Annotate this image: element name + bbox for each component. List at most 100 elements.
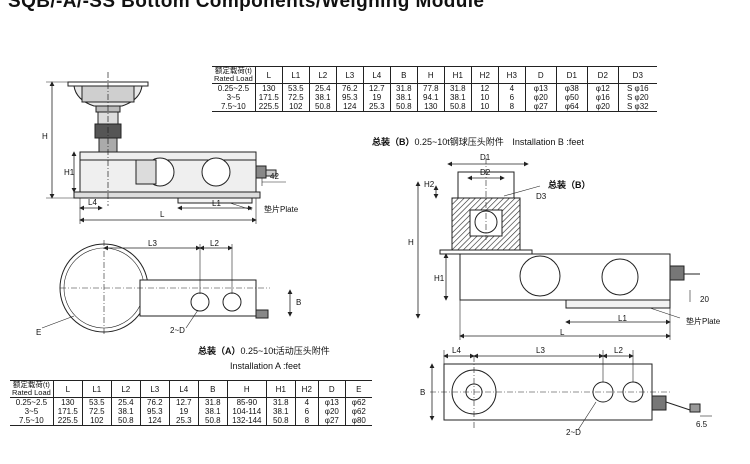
label-b-text: 总装（B） xyxy=(548,180,591,190)
table-cell: 50.8 xyxy=(110,416,141,426)
caption-b-rest: 0.25~10t钢球压头附件 xyxy=(414,137,504,147)
table-cell: 171.5 xyxy=(52,407,83,416)
table-cell: φ62 xyxy=(344,397,372,407)
dim-label-d1: D1 xyxy=(480,153,491,162)
table-header-cell: L4 xyxy=(168,380,199,398)
table-cell: 38.1 xyxy=(308,93,337,102)
dim-label-plate-b: 垫片Plate xyxy=(686,317,721,326)
table-cell: 3~5 xyxy=(24,407,39,416)
dim-label-h2: H2 xyxy=(424,180,435,189)
dim-label-d2: D2 xyxy=(480,168,491,177)
table-cell: φ80 xyxy=(344,416,372,426)
table-cell: 12 xyxy=(470,83,499,93)
caption-b: 总装（B）0.25~10t钢球压头附件 Installation B :feet xyxy=(372,135,584,148)
table-cell: 76.2 xyxy=(139,397,170,407)
table-header-cell: H xyxy=(226,380,267,398)
table-header-cell: H3 xyxy=(497,66,526,84)
table-cell: φ16 xyxy=(586,93,619,102)
table-header-cell: L2 xyxy=(110,380,141,398)
table-cell: 38.1 xyxy=(197,407,228,416)
table-header-cell: D2 xyxy=(586,66,619,84)
dim-label-l4: L4 xyxy=(88,198,97,207)
dim-label-h: H xyxy=(42,132,48,141)
table-cell: 38.1 xyxy=(265,407,296,416)
table-cell: 94.1 xyxy=(416,93,445,102)
table-header-cell: L3 xyxy=(139,380,170,398)
table-cell: 95.3 xyxy=(139,407,170,416)
table-cell: 25.3 xyxy=(362,102,391,112)
table-cell: 50.8 xyxy=(443,102,472,112)
table-cell: 31.8 xyxy=(389,83,418,93)
table-cell: S φ32 xyxy=(617,102,657,112)
table-cell: φ64 xyxy=(555,102,588,112)
table-cell: 19 xyxy=(362,93,391,102)
table-cell: 38.1 xyxy=(110,407,141,416)
table-header-cell: H1 xyxy=(265,380,296,398)
dim-label-b: B xyxy=(296,298,302,307)
table-cell: 0.25~2.5 xyxy=(15,398,48,407)
table-cell: 7.5~10 xyxy=(19,416,44,425)
table-header-cell: L xyxy=(52,380,83,398)
table-cell: 130 xyxy=(254,83,283,93)
table-header-cell: H1 xyxy=(443,66,472,84)
spec-table-b: 额定载荷(t) Rated Load L L1 L2 L3 L4 B H H1 … xyxy=(212,66,657,112)
table-header-cell: H xyxy=(416,66,445,84)
table-cell: φ62 xyxy=(344,407,372,416)
table-cell: 76.2 xyxy=(335,83,364,93)
caption-a: 总装（A）0.25~10t活动压头附件 xyxy=(198,344,330,357)
dim-label-65: 6.5 xyxy=(696,420,708,429)
table-cell: 171.5 xyxy=(254,93,283,102)
caption-b-en: Installation B :feet xyxy=(512,137,584,147)
dim-label-l1-b: L1 xyxy=(618,314,627,323)
table-cell: φ27 xyxy=(317,416,346,426)
table-row: 3~5 171.5 72.5 38.1 95.3 19 38.1 104-114… xyxy=(10,407,372,416)
caption-a-title: 总装（A） xyxy=(198,346,241,356)
table-cell: 72.5 xyxy=(281,93,310,102)
table-cell: 102 xyxy=(81,416,112,426)
table-header-cell: 额定载荷(t) Rated Load xyxy=(10,380,54,398)
caption-a-rest: 0.25~10t活动压头附件 xyxy=(240,346,330,356)
dim-label-l2-b: L2 xyxy=(614,346,623,355)
table-cell: 50.8 xyxy=(389,102,418,112)
table-header-cell: L4 xyxy=(362,66,391,84)
dim-label-2d-b: 2~D xyxy=(566,428,581,437)
spec-table-a: 额定载荷(t) Rated Load L L1 L2 L3 L4 B H H1 … xyxy=(10,380,372,426)
table-cell: 72.5 xyxy=(81,407,112,416)
table-cell: 8 xyxy=(294,416,319,426)
dim-label-l3-b: L3 xyxy=(536,346,545,355)
table-cell: 104-114 xyxy=(226,407,267,416)
table-cell: 3~5 xyxy=(226,93,241,102)
table-header-cell: H2 xyxy=(294,380,319,398)
table-cell: 50.8 xyxy=(197,416,228,426)
table-cell: 124 xyxy=(139,416,170,426)
table-header-cell: L1 xyxy=(281,66,310,84)
table-header-cell: L2 xyxy=(308,66,337,84)
table-row: 0.25~2.5 130 53.5 25.4 76.2 12.7 31.8 77… xyxy=(212,83,657,93)
table-row: 0.25~2.5 130 53.5 25.4 76.2 12.7 31.8 85… xyxy=(10,397,372,407)
table-cell: φ27 xyxy=(524,102,557,112)
table-cell: 77.8 xyxy=(416,83,445,93)
dim-label-l: L xyxy=(160,210,165,219)
table-cell: 53.5 xyxy=(281,83,310,93)
dim-label-42: 42 xyxy=(270,172,279,181)
table-cell: φ20 xyxy=(524,93,557,102)
caption-a-en: Installation A :feet xyxy=(230,361,301,371)
table-cell: φ12 xyxy=(586,83,619,93)
dim-label-e: E xyxy=(36,328,42,337)
dim-label-h1-b: H1 xyxy=(434,274,445,283)
ball-foot-view-b xyxy=(415,158,700,340)
table-cell: 10 xyxy=(470,102,499,112)
table-cell: 0.25~2.5 xyxy=(217,84,250,93)
dim-label-h1: H1 xyxy=(64,168,75,177)
table-cell: 225.5 xyxy=(254,102,283,112)
table-cell: 38.1 xyxy=(443,93,472,102)
table-cell: 85-90 xyxy=(226,397,267,407)
table-cell: 8 xyxy=(497,102,526,112)
table-cell: 38.1 xyxy=(389,93,418,102)
side-view-a xyxy=(46,72,286,224)
dim-label-l2: L2 xyxy=(210,239,219,248)
table-cell: 225.5 xyxy=(52,416,83,426)
table-cell: 4 xyxy=(294,397,319,407)
table-cell: 19 xyxy=(168,407,199,416)
